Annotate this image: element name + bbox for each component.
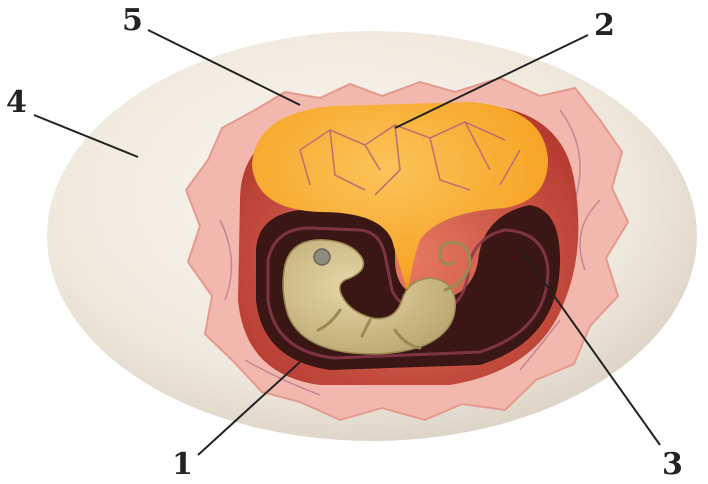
label-4: 4 (6, 85, 27, 120)
label-2: 2 (594, 8, 615, 43)
embryo-eye (314, 249, 330, 265)
label-5: 5 (122, 3, 143, 38)
label-3: 3 (662, 447, 683, 482)
label-1: 1 (172, 447, 193, 482)
